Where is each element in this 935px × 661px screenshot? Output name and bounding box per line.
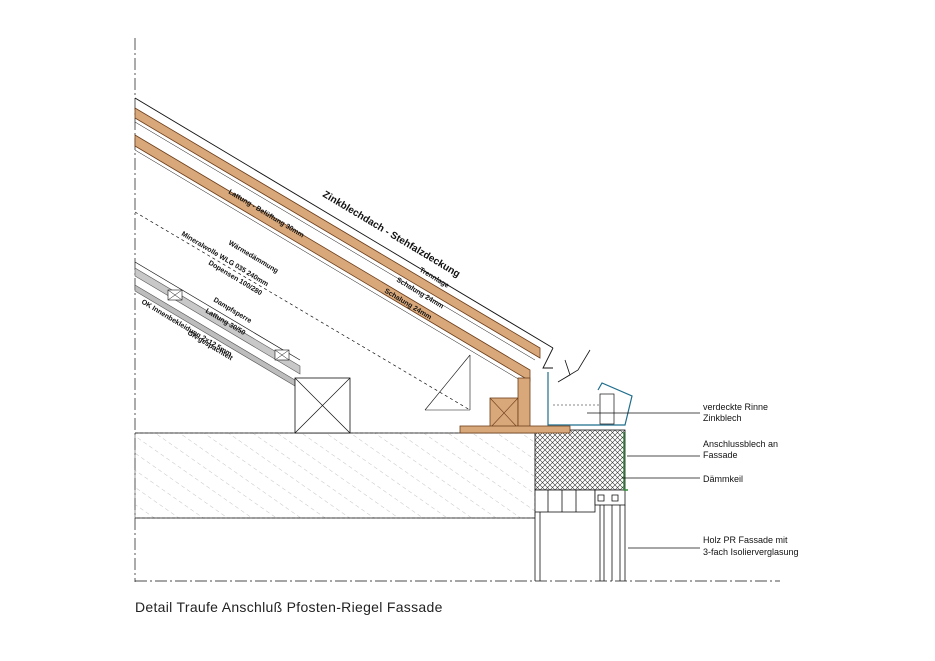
- truss-lines: [424, 354, 471, 411]
- concealed-gutter: [547, 372, 633, 426]
- timber-blocks: [294, 377, 571, 434]
- callout-daemmkeil-line-1: Dämmkeil: [703, 474, 743, 484]
- callout-fassade: Holz PR Fassade mit 3-fach Isoliervergla…: [703, 535, 799, 557]
- callout-rinne: verdeckte Rinne Zinkblech: [703, 402, 768, 423]
- leader-lines: [557, 349, 700, 549]
- callout-fassade-line-1: Holz PR Fassade mit: [703, 535, 788, 545]
- callout-anschlussblech-line-1: Anschlussblech an: [703, 439, 778, 449]
- callout-anschlussblech: Anschlussblech an Fassade: [703, 439, 778, 460]
- callout-daemmkeil: Dämmkeil: [703, 474, 743, 484]
- facade-flashing: [623, 432, 628, 491]
- callout-rinne-line-1: verdeckte Rinne: [703, 402, 768, 412]
- roof-layers: [134, 97, 554, 411]
- callout-anschlussblech-line-2: Fassade: [703, 450, 738, 460]
- ceiling-slab: [134, 432, 536, 519]
- callout-rinne-line-2: Zinkblech: [703, 413, 742, 423]
- label-waermedaemmung: Wärmedämmung: [227, 240, 279, 275]
- label-lattung: Lattung - Belüftung 30mm: [227, 189, 305, 240]
- callout-fassade-line-2: 3-fach Isolierverglasung: [703, 547, 799, 557]
- gutter-bracket: [599, 393, 615, 425]
- drawing-caption: Detail Traufe Anschluß Pfosten-Riegel Fa…: [135, 599, 443, 615]
- edge-insulation-block: [534, 429, 626, 491]
- post-beam-facade: [534, 489, 626, 581]
